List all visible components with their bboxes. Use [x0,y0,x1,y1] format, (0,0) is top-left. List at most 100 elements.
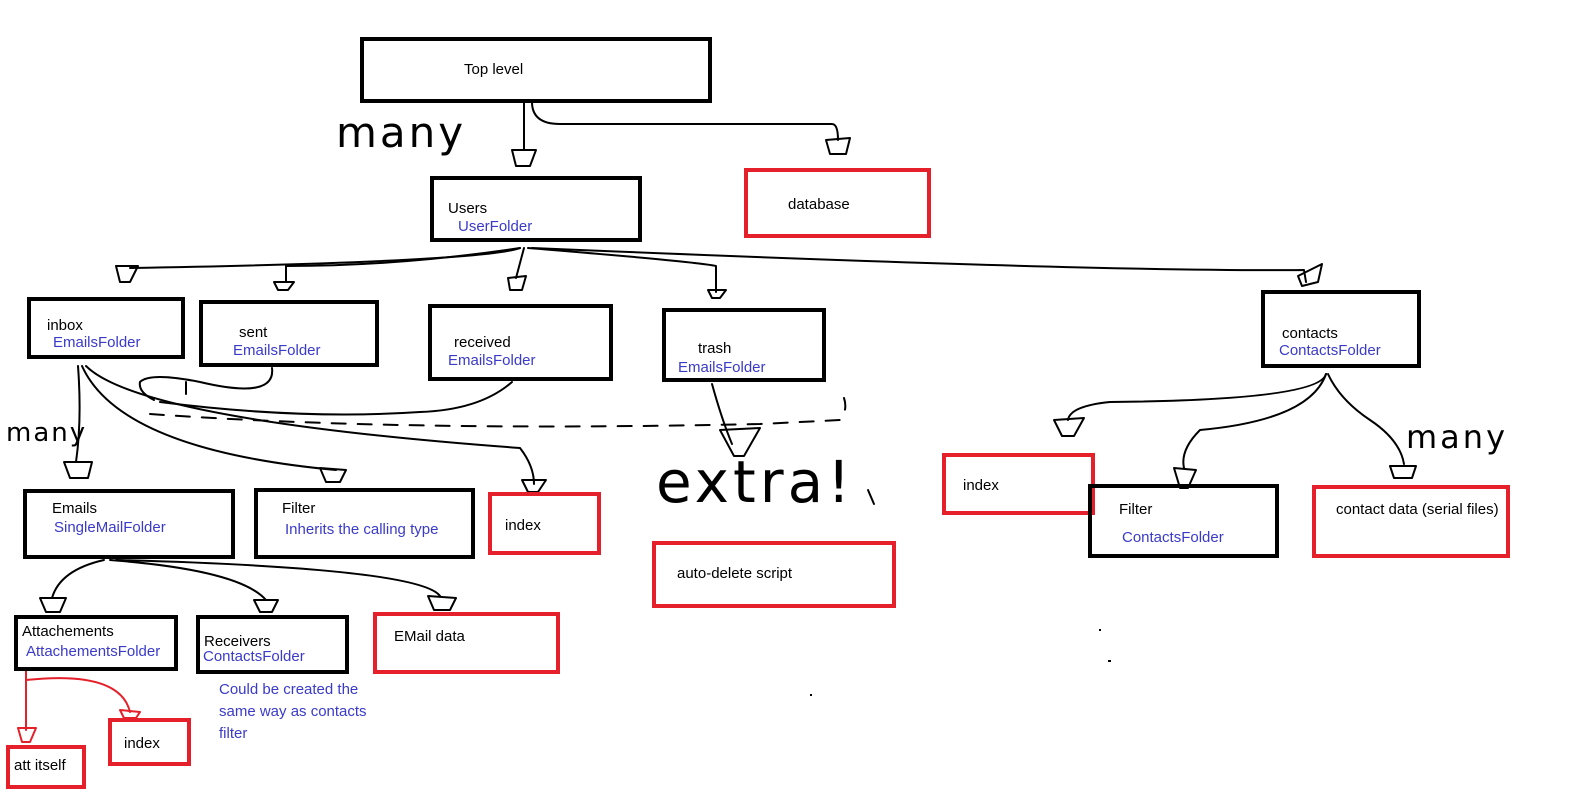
arrowhead-received [507,275,527,291]
stray-dot [1099,629,1101,631]
node-name: contact data (serial files) [1336,501,1499,518]
node-type: ContactsFolder [1279,342,1381,359]
att-itself-node[interactable]: att itself [6,745,86,789]
many-label-top: many [336,108,467,157]
node-name: Attachements [22,623,114,640]
node-type: Inherits the calling type [285,521,439,538]
edge-users-contacts [531,247,1307,283]
node-name: contacts [1282,325,1338,342]
edge-attachements-index [25,677,131,713]
arrowhead-receivers [253,599,279,613]
users-node[interactable]: Users UserFolder [430,176,642,242]
email-data-node[interactable]: EMail data [373,612,560,674]
arrowhead-contacts-index [1053,417,1085,437]
many-label-left: many [6,418,88,448]
auto-delete-node[interactable]: auto-delete script [652,541,896,608]
attachements-node[interactable]: Attachements AttachementsFolder [14,615,178,671]
node-type: EmailsFolder [448,352,536,369]
receivers-node[interactable]: Receivers ContactsFolder [196,615,349,674]
sent-node[interactable]: sent EmailsFolder [199,300,379,367]
edge-users-received [515,247,525,279]
node-name: Filter [1119,501,1153,518]
node-type: UserFolder [458,218,533,235]
node-name: Receivers [204,633,271,650]
emails-node[interactable]: Emails SingleMailFolder [23,489,235,559]
edge-trash-extra [711,383,733,445]
arrowhead-attitself [17,727,37,743]
receivers-note: Could be created the same way as contact… [219,681,367,742]
arrowhead-users [511,149,537,167]
node-type: ContactsFolder [1122,529,1224,546]
edge-emails-attachements [51,559,105,599]
top-level-node[interactable]: Top level [360,37,712,103]
arrowhead-contacts-data [1389,465,1417,479]
node-name: database [788,196,850,213]
att-index-node[interactable]: index [108,718,191,766]
arrowhead-database [825,137,851,155]
many-label-right: many [1406,418,1508,456]
node-name: Filter [282,500,316,517]
node-name: trash [698,340,732,357]
trash-node[interactable]: trash EmailsFolder [662,308,826,382]
edge-dashed-scope [149,397,847,428]
edge-emails-receivers [109,559,267,601]
node-name: Top level [464,61,524,78]
node-name: Emails [52,500,98,517]
received-node[interactable]: received EmailsFolder [428,304,613,381]
node-name: inbox [47,317,83,334]
edge-top-database [531,101,839,141]
arrowhead-inbox [115,265,139,283]
arrowhead-sent [273,281,295,291]
database-node[interactable]: database [744,168,931,238]
node-name: received [454,334,511,351]
arrowhead-trash [707,289,727,299]
edge-inbox-index [85,365,535,485]
node-type: AttachementsFolder [26,643,161,660]
edge-contacts-index [1067,373,1327,421]
node-name: index [124,735,160,752]
inbox-index-node[interactable]: index [488,492,601,555]
node-name: index [963,477,999,494]
stray-dot [1108,660,1111,662]
node-name: auto-delete script [677,565,793,582]
edge-inbox-filter [81,365,337,471]
edge-contacts-filter [1182,373,1327,469]
arrowhead-contacts-filter [1173,467,1197,489]
node-name: EMail data [394,628,465,645]
arrowhead-emaildata [427,595,457,611]
node-name: sent [239,324,268,341]
contact-data-node[interactable]: contact data (serial files) [1312,485,1510,558]
node-name: att itself [14,757,66,774]
arrowhead-emails [63,461,93,479]
edge-users-inbox [129,247,521,269]
inbox-node[interactable]: inbox EmailsFolder [27,297,185,359]
edge-users-sent [285,247,521,283]
node-name: index [505,517,541,534]
node-type: SingleMailFolder [54,519,166,536]
edge-users-trash [527,247,717,293]
arrowhead-extra [719,427,761,457]
arrowhead-contacts [1297,263,1323,287]
edge-inbox-emails [75,365,81,463]
node-type: EmailsFolder [53,334,141,351]
extra-label: extra! [656,448,855,516]
node-type: EmailsFolder [233,342,321,359]
filter-node[interactable]: Filter Inherits the calling type [254,488,475,559]
edge-received-loop [159,381,513,416]
node-type: EmailsFolder [678,359,766,376]
edge-emails-emaildata [115,559,441,597]
edge-contacts-data [1327,373,1405,465]
contacts-filter-node[interactable]: Filter ContactsFolder [1088,484,1279,558]
arrowhead-attachements [39,597,67,613]
arrowhead-att-index [119,709,141,719]
stray-dot [810,694,812,696]
edge-sent-loop [138,367,274,401]
scribble-near-extra [867,489,875,505]
node-name: Users [448,200,488,217]
contacts-node[interactable]: contacts ContactsFolder [1261,290,1421,368]
contacts-index-node[interactable]: index [942,453,1095,515]
arrowhead-filter [319,467,347,483]
node-type: ContactsFolder [203,648,305,665]
